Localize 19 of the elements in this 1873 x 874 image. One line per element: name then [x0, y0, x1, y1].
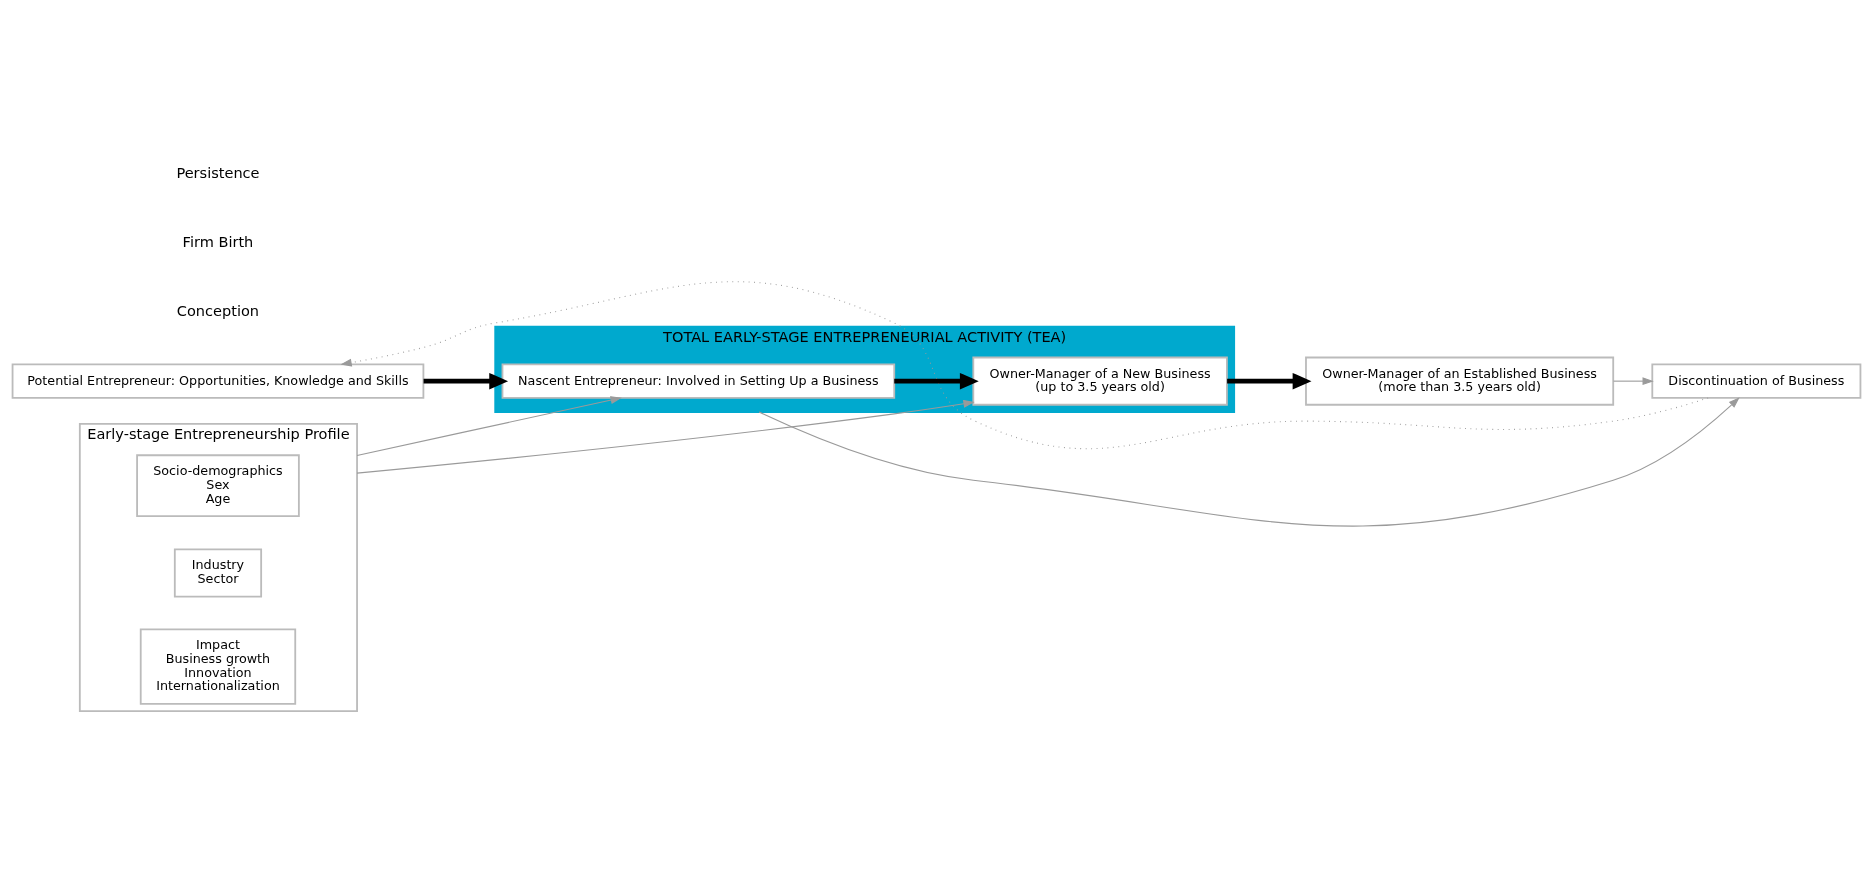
node-box: Industry Sector — [173, 547, 263, 597]
node-box: Socio-demographics Sex Age — [136, 453, 300, 517]
node-box: Impact Business growth Innovation Internationalization — [139, 627, 297, 705]
arrow — [1613, 376, 1654, 385]
node-box: Owner-Manager of a New Business (up to 3.5 years old) — [972, 356, 1228, 406]
label: Firm Birth — [182, 233, 254, 250]
arrow — [758, 396, 1740, 527]
label: Conception — [176, 302, 260, 319]
arrow — [894, 372, 979, 389]
arrow — [423, 372, 509, 389]
arrow — [340, 280, 1709, 449]
node-box: Nascent Entrepreneur: Involved in Setting Up a Business — [501, 362, 896, 399]
arrow — [1227, 372, 1312, 389]
arrow — [356, 399, 975, 474]
node-box: Owner-Manager of an Established Business (more than 3.5 years old) — [1305, 356, 1615, 406]
node-box: Potential Entrepreneur: Opportunities, Knowledge and Skills — [11, 362, 425, 399]
node-box: Discontinuation of Business — [1651, 362, 1862, 399]
arrow — [356, 395, 622, 456]
label: Persistence — [176, 164, 260, 181]
